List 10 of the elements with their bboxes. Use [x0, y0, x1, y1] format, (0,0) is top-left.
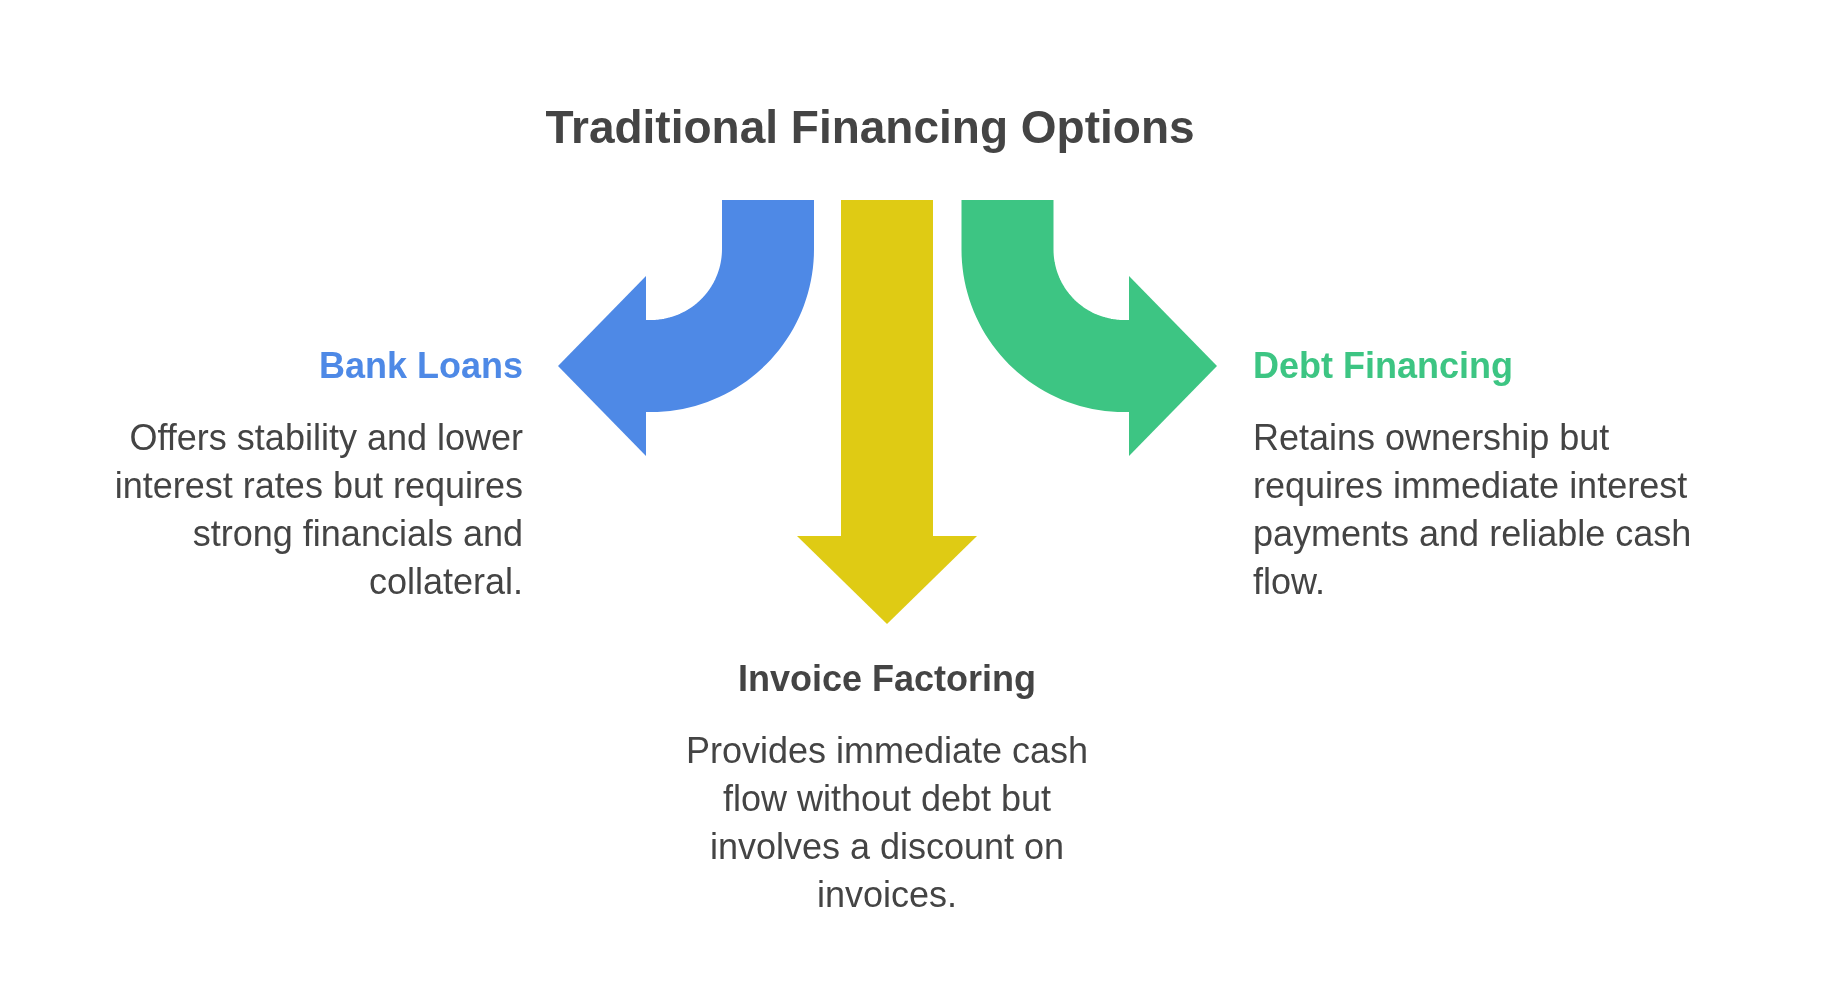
- title: Traditional Financing Options: [545, 100, 1195, 155]
- arrow: [961, 200, 1217, 456]
- option-heading: Bank Loans: [318, 344, 523, 387]
- option-heading: Debt Financing: [1253, 344, 1513, 387]
- arrow: [797, 200, 977, 624]
- option-description: Retains ownership but requires immediate interest payments and reliable cash flow.: [1253, 416, 1693, 604]
- option-description: Provides immediate cash flow without debt but involves a discount on invoices.: [684, 729, 1090, 917]
- arrow: [558, 200, 814, 456]
- option-heading: Invoice Factoring: [737, 657, 1037, 700]
- option-description: Offers stability and lower interest rates but requires strong financials and collateral.: [113, 416, 523, 604]
